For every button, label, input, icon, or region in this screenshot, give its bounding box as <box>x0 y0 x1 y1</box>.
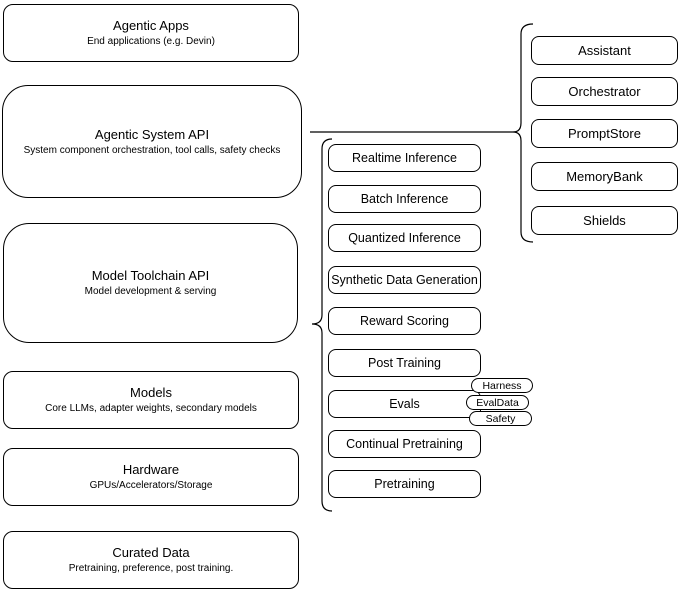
node-post-training: Post Training <box>328 349 481 377</box>
brace-system-components <box>512 23 534 243</box>
tag-evaldata: EvalData <box>466 395 529 410</box>
node-agentic-system-api: Agentic System API System component orch… <box>2 85 302 198</box>
node-subtitle: Pretraining, preference, post training. <box>68 563 234 574</box>
node-subtitle: End applications (e.g. Devin) <box>87 36 215 47</box>
node-batch-inference: Batch Inference <box>328 185 481 213</box>
node-title: Models <box>130 385 172 400</box>
node-synthetic-data-generation: Synthetic Data Generation <box>328 266 481 294</box>
node-title: Model Toolchain API <box>91 268 210 283</box>
node-model-toolchain-api: Model Toolchain API Model development & … <box>3 223 298 343</box>
tag-safety: Safety <box>469 411 532 426</box>
node-hardware: Hardware GPUs/Accelerators/Storage <box>3 448 299 506</box>
node-assistant: Assistant <box>531 36 678 65</box>
node-subtitle: Model development & serving <box>84 286 217 297</box>
node-title: Curated Data <box>112 545 190 560</box>
node-curated-data: Curated Data Pretraining, preference, po… <box>3 531 299 589</box>
node-agentic-apps: Agentic Apps End applications (e.g. Devi… <box>3 4 299 62</box>
node-subtitle: GPUs/Accelerators/Storage <box>89 480 213 491</box>
tag-harness: Harness <box>471 378 533 393</box>
node-promptstore: PromptStore <box>531 119 678 148</box>
node-pretraining: Pretraining <box>328 470 481 498</box>
node-memorybank: MemoryBank <box>531 162 678 191</box>
node-reward-scoring: Reward Scoring <box>328 307 481 335</box>
node-orchestrator: Orchestrator <box>531 77 678 106</box>
node-quantized-inference: Quantized Inference <box>328 224 481 252</box>
node-subtitle: System component orchestration, tool cal… <box>23 144 281 156</box>
brace-toolchain-services <box>311 138 333 512</box>
node-title: Agentic System API <box>94 126 210 142</box>
node-evals: Evals <box>328 390 481 418</box>
node-shields: Shields <box>531 206 678 235</box>
node-subtitle: Core LLMs, adapter weights, secondary mo… <box>45 403 257 414</box>
node-title: Hardware <box>122 462 180 477</box>
node-title: Agentic Apps <box>113 18 189 33</box>
node-continual-pretraining: Continual Pretraining <box>328 430 481 458</box>
node-realtime-inference: Realtime Inference <box>328 144 481 172</box>
node-models: Models Core LLMs, adapter weights, secon… <box>3 371 299 429</box>
